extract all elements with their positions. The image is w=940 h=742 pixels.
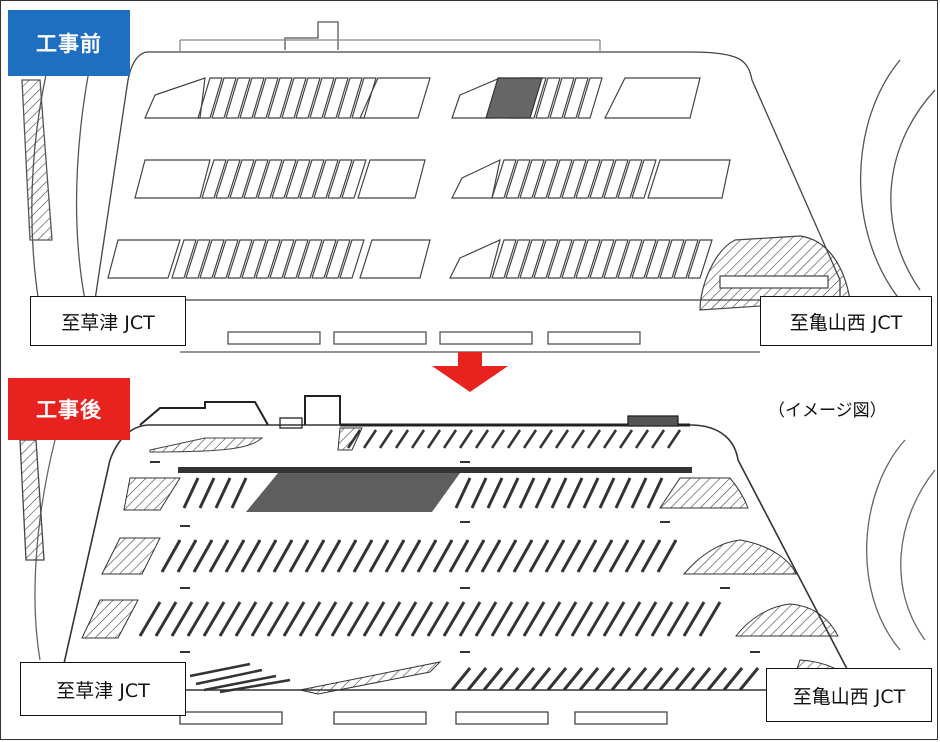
before-hatched-gap xyxy=(719,275,829,289)
after-accessible-block xyxy=(246,473,460,512)
after-parking-outline xyxy=(56,424,860,691)
destination-kameyama-after: 至亀山西 JCT xyxy=(766,668,932,722)
before-parking-outline xyxy=(94,51,841,301)
after-entry-bar-2 xyxy=(333,711,427,725)
before-stall-group xyxy=(197,77,377,119)
before-plan xyxy=(21,19,936,353)
after-entry-bar-4 xyxy=(574,711,668,725)
after-lane-markings xyxy=(150,461,760,653)
after-top-building xyxy=(139,401,269,426)
after-inner-bar xyxy=(178,467,692,473)
before-island xyxy=(359,239,431,279)
before-entry-bar-4 xyxy=(547,331,641,345)
after-hatched-island xyxy=(682,539,797,575)
after-construction-label: 工事後 xyxy=(8,378,130,440)
destination-kusatsu-before: 至草津 JCT xyxy=(30,296,186,346)
before-construction-label: 工事前 xyxy=(8,10,130,76)
image-note-label: （イメージ図） xyxy=(768,401,887,421)
after-parking-rows xyxy=(81,427,859,695)
after-entry-bar-3 xyxy=(455,711,549,725)
before-island xyxy=(107,239,181,279)
before-island xyxy=(604,77,701,119)
before-stall-group xyxy=(491,239,713,279)
before-island xyxy=(647,159,731,199)
after-kiosk xyxy=(279,417,303,429)
after-building-block xyxy=(304,395,341,425)
after-hatched-island xyxy=(734,603,839,637)
before-island xyxy=(144,77,206,119)
before-entry-bar-3 xyxy=(439,331,533,345)
after-hatched-island xyxy=(81,599,139,639)
after-top-hatch-block xyxy=(337,427,363,451)
after-stall-row xyxy=(160,539,678,573)
after-hatched-wedge xyxy=(299,661,442,695)
right-road-curve-after-inner xyxy=(900,469,936,641)
after-stall-row xyxy=(450,667,760,691)
before-top-wall xyxy=(179,39,601,52)
before-island xyxy=(449,238,501,279)
right-road-curve xyxy=(860,59,901,301)
left-hatched-strip-after xyxy=(19,439,45,561)
right-road-curve-inner xyxy=(890,89,936,291)
after-top-row-stripes xyxy=(346,429,682,449)
before-island xyxy=(134,159,211,199)
after-hatched-island xyxy=(101,537,161,575)
after-entry-bar-1 xyxy=(179,711,283,725)
after-stall-row xyxy=(182,477,664,509)
before-stall-group xyxy=(171,239,365,279)
after-plan xyxy=(19,395,936,725)
after-bus-stalls xyxy=(189,662,291,694)
destination-kameyama-before: 至亀山西 JCT xyxy=(760,296,932,346)
before-island xyxy=(357,159,426,199)
before-stall-group xyxy=(201,159,367,199)
before-accessible-stalls xyxy=(485,77,543,119)
before-island xyxy=(359,77,431,119)
arrow-down-icon xyxy=(432,352,508,392)
after-hatched-island xyxy=(123,477,181,511)
after-stall-row xyxy=(138,601,722,637)
before-stall-group xyxy=(491,159,657,199)
left-hatched-strip xyxy=(21,79,53,241)
destination-kusatsu-after: 至草津 JCT xyxy=(20,662,186,716)
before-entry-bar-1 xyxy=(227,331,321,345)
after-hatched-island xyxy=(659,477,749,509)
before-top-building xyxy=(284,21,339,50)
before-entry-bar-2 xyxy=(333,331,427,345)
before-island xyxy=(451,158,501,199)
after-top-hatched-wedge xyxy=(149,437,264,453)
right-road-curve-after xyxy=(866,439,906,651)
after-gate-block xyxy=(627,415,679,427)
before-parking-rows xyxy=(107,77,851,311)
